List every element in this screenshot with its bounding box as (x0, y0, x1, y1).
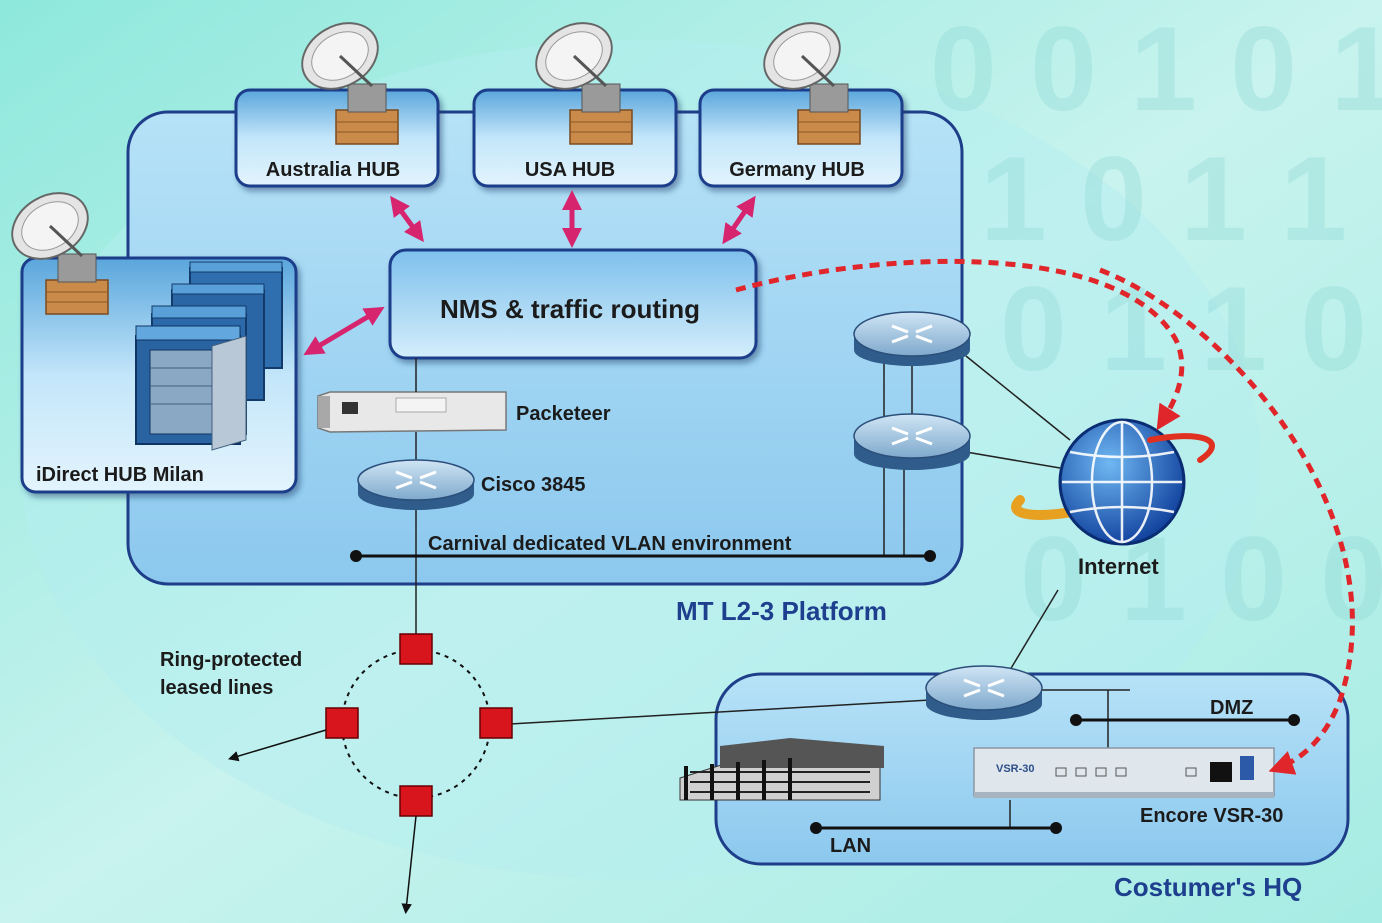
encore-vsr30-device-icon: VSR-30 (973, 747, 1275, 798)
satellite-dish-icon (535, 22, 633, 145)
ring-node (399, 785, 433, 817)
packeteer-device-icon (317, 391, 507, 433)
ring-label-line1: Ring-protected (160, 649, 302, 671)
outbound-arrow (401, 815, 417, 915)
lan-bus (810, 822, 1062, 834)
ring-node (325, 707, 359, 739)
outbound-arrow (227, 729, 327, 762)
usa-hub-label: USA HUB (525, 159, 615, 181)
internet-label: Internet (1078, 554, 1159, 579)
dmz-label: DMZ (1210, 697, 1253, 719)
encore-label: Encore VSR-30 (1140, 805, 1283, 827)
satellite-dish-icon (763, 22, 861, 145)
cisco-label: Cisco 3845 (481, 474, 586, 496)
router-icon (357, 459, 475, 510)
ring-node (399, 633, 433, 665)
australia-hub-label: Australia HUB (266, 159, 400, 181)
satellite-dish-icon (11, 192, 109, 315)
bidirectional-arrows (303, 190, 756, 356)
vlan-bus (350, 550, 936, 562)
satellite-dish-icon (301, 22, 399, 145)
packeteer-label: Packeteer (516, 403, 611, 425)
ring-node (479, 707, 513, 739)
svg-text:0 0 1 0 1: 0 0 1 0 1 (930, 2, 1382, 136)
svg-text:0 1 1 0 1: 0 1 1 0 1 (1000, 262, 1382, 396)
leased-line-ring (227, 633, 513, 915)
hq-label: Costumer's HQ (1114, 872, 1302, 902)
vlan-label: Carnival dedicated VLAN environment (428, 533, 792, 555)
svg-text:0 1 0 0: 0 1 0 0 (1020, 512, 1382, 646)
ring-label-line2: leased lines (160, 677, 273, 699)
germany-hub-label: Germany HUB (729, 159, 865, 181)
router-icon (925, 665, 1043, 720)
binary-watermark: 0 0 1 0 1 1 0 1 1 0 0 1 1 0 1 0 1 0 0 (930, 2, 1382, 646)
building-icon (679, 738, 884, 801)
globe-icon (1011, 418, 1215, 546)
server-rack-icon (135, 261, 283, 451)
idirect-hub-label: iDirect HUB Milan (36, 464, 204, 486)
nms-box (388, 248, 758, 360)
vsr30-faceplate-label: VSR-30 (996, 763, 1035, 775)
router-icon (853, 413, 971, 470)
nms-label: NMS & traffic routing (440, 294, 700, 324)
svg-text:1 0 1 1 0: 1 0 1 1 0 (980, 132, 1382, 266)
dmz-bus (1070, 714, 1300, 726)
router-icon (853, 311, 971, 366)
platform-label: MT L2-3 Platform (676, 596, 887, 626)
lan-label: LAN (830, 835, 871, 857)
management-paths (735, 258, 1355, 775)
